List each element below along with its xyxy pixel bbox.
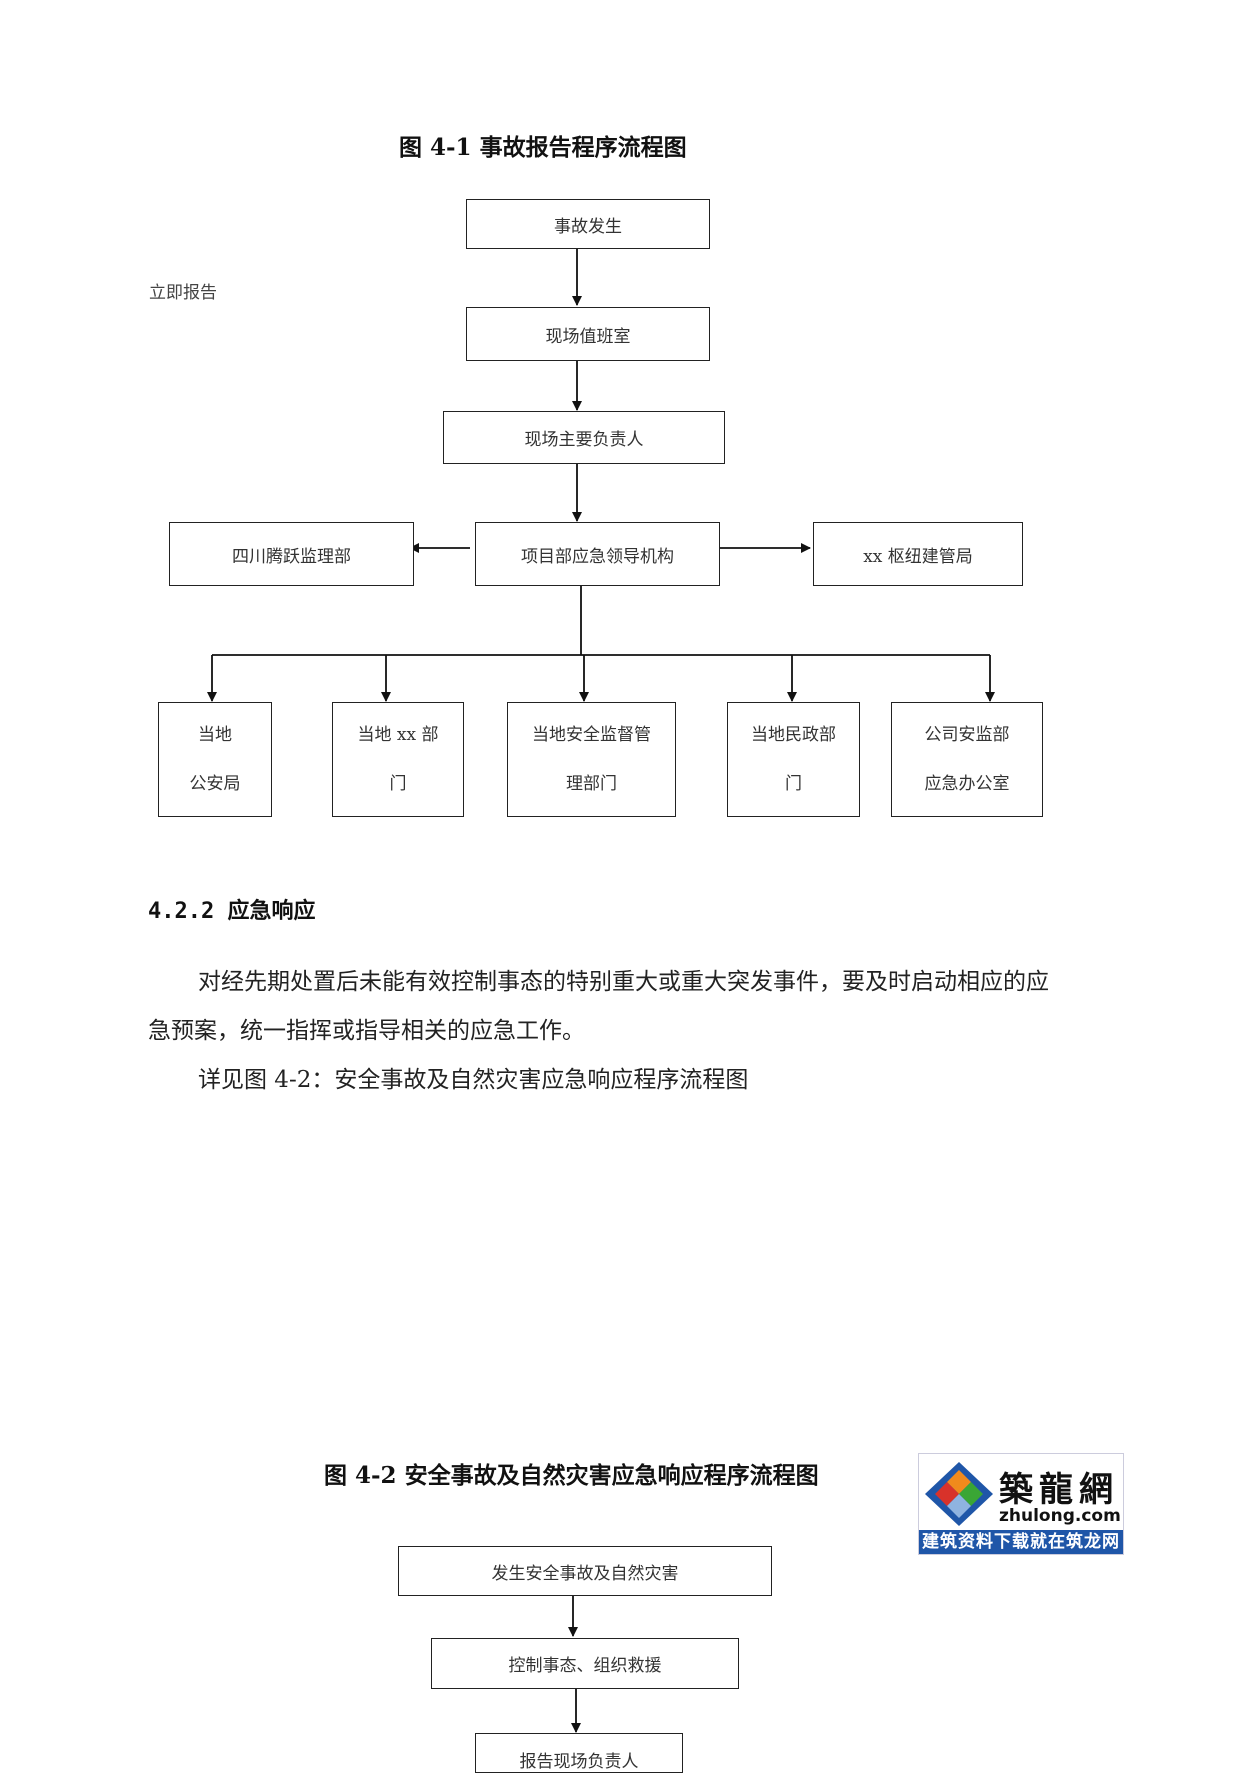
section-heading: 4.2.2 应急响应 — [148, 898, 316, 924]
zhulong-logo: 築龍網 zhulong.com 建筑资料下载就在筑龙网 — [918, 1453, 1124, 1555]
box-control: 控制事态、组织救援 — [431, 1638, 739, 1689]
box-dept-safety-supervision: 当地安全监督管 理部门 — [507, 702, 676, 817]
immediate-report-note: 立即报告 — [149, 283, 217, 303]
box-dept-civil-affairs: 当地民政部 门 — [727, 702, 860, 817]
box-accident: 事故发生 — [466, 199, 710, 249]
box-supervisor: 四川腾跃监理部 — [169, 522, 414, 586]
box-project-command: 项目部应急领导机构 — [475, 522, 720, 586]
box-dept-local-xx: 当地 xx 部 门 — [332, 702, 464, 817]
figure-2-title: 图 4-2 安全事故及自然灾害应急响应程序流程图 — [324, 1462, 819, 1489]
paragraph-2: 详见图 4-2：安全事故及自然灾害应急响应程序流程图 — [198, 1067, 749, 1093]
zhulong-name: 築龍網 — [999, 1470, 1119, 1510]
box-dept-company-safety: 公司安监部 应急办公室 — [891, 702, 1043, 817]
paragraph-1-line-1: 对经先期处置后未能有效控制事态的特别重大或重大突发事件，要及时启动相应的应 — [198, 969, 1049, 995]
box-report: 报告现场负责人 — [475, 1733, 683, 1773]
zhulong-emblem-icon — [925, 1462, 993, 1526]
paragraph-1-line-2: 急预案，统一指挥或指导相关的应急工作。 — [148, 1018, 585, 1044]
box-site-head: 现场主要负责人 — [443, 411, 725, 464]
zhulong-domain: zhulong.com — [999, 1506, 1121, 1526]
box-occur: 发生安全事故及自然灾害 — [398, 1546, 772, 1596]
figure-1-title: 图 4-1 事故报告程序流程图 — [399, 134, 687, 161]
box-duty-room: 现场值班室 — [466, 307, 710, 361]
zhulong-slogan: 建筑资料下载就在筑龙网 — [919, 1530, 1123, 1554]
box-dept-police: 当地 公安局 — [158, 702, 272, 817]
box-hub-bureau: xx 枢纽建管局 — [813, 522, 1023, 586]
